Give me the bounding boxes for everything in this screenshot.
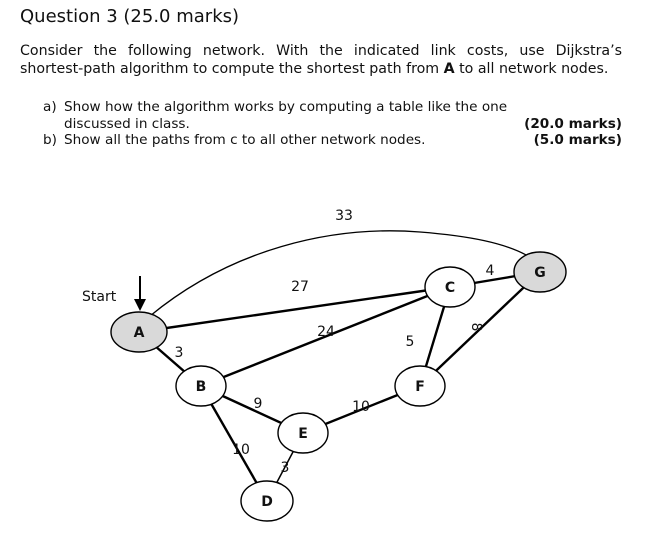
node-a: A bbox=[110, 311, 168, 353]
question-intro: Consider the following network. With the… bbox=[20, 43, 622, 78]
edge-cost-c-g: 4 bbox=[486, 263, 495, 279]
node-b: B bbox=[175, 365, 227, 407]
part-a-prefix: a) bbox=[43, 99, 57, 115]
start-label: Start bbox=[82, 289, 117, 305]
cost-label-layer: 33 27 3 24 9 10 3 10 5 8 4 bbox=[175, 208, 495, 476]
intro-source-node: A bbox=[443, 60, 455, 77]
node-a-circle bbox=[110, 311, 168, 353]
node-c: C bbox=[424, 266, 476, 308]
part-b-marks: (5.0 marks) bbox=[533, 132, 622, 148]
node-f: F bbox=[394, 365, 446, 407]
part-b-prefix: b) bbox=[43, 132, 57, 148]
node-d: D bbox=[240, 480, 294, 522]
part-a: a) (20.0 marks) Show how the algorithm w… bbox=[43, 99, 622, 132]
node-e-circle bbox=[277, 412, 329, 454]
question-title: Question 3 (25.0 marks) bbox=[20, 6, 240, 27]
node-d-label: D bbox=[261, 494, 273, 510]
node-e-label: E bbox=[298, 426, 308, 442]
intro-text-end: to all network nodes. bbox=[454, 60, 609, 77]
node-b-circle bbox=[175, 365, 227, 407]
edge-cost-f-g: 8 bbox=[468, 323, 484, 332]
edge-a-g bbox=[149, 230, 529, 317]
start-arrow-head bbox=[134, 299, 146, 311]
node-c-label: C bbox=[445, 280, 455, 296]
edge-cost-b-c: 24 bbox=[317, 324, 335, 340]
node-g-circle bbox=[513, 251, 567, 293]
edge-cost-b-d: 10 bbox=[232, 442, 250, 458]
part-a-text: Show how the algorithm works by computin… bbox=[64, 99, 508, 132]
edge-cost-b-e: 9 bbox=[254, 396, 263, 412]
edge-cost-a-c: 27 bbox=[291, 279, 309, 295]
part-b-text: Show all the paths from c to all other n… bbox=[64, 132, 426, 148]
node-c-circle bbox=[424, 266, 476, 308]
part-a-marks: (20.0 marks) bbox=[524, 115, 622, 132]
node-e: E bbox=[277, 412, 329, 454]
edge-f-g bbox=[419, 271, 541, 387]
node-f-circle bbox=[394, 365, 446, 407]
node-f-label: F bbox=[415, 379, 425, 395]
edge-b-c bbox=[200, 285, 451, 388]
node-b-label: B bbox=[196, 379, 207, 395]
edge-cost-a-g: 33 bbox=[335, 208, 353, 224]
node-a-label: A bbox=[134, 325, 145, 341]
start-marker: Start bbox=[82, 276, 146, 311]
node-g: G bbox=[513, 251, 567, 293]
edge-cost-d-e: 3 bbox=[281, 460, 290, 476]
node-g-label: G bbox=[534, 265, 546, 281]
node-d-circle bbox=[240, 480, 294, 522]
intro-text-start: Consider the following network. With the… bbox=[20, 43, 622, 77]
edge-cost-f-c: 5 bbox=[406, 334, 415, 350]
question-parts: a) (20.0 marks) Show how the algorithm w… bbox=[43, 99, 622, 149]
part-b: b) (5.0 marks) Show all the paths from c… bbox=[43, 132, 622, 149]
edge-a-c bbox=[138, 285, 451, 334]
edge-b-d bbox=[199, 385, 269, 502]
edge-cost-e-f: 10 bbox=[352, 399, 370, 415]
edge-cost-a-b: 3 bbox=[175, 345, 184, 361]
node-layer: A B C D E F G bbox=[110, 251, 567, 522]
